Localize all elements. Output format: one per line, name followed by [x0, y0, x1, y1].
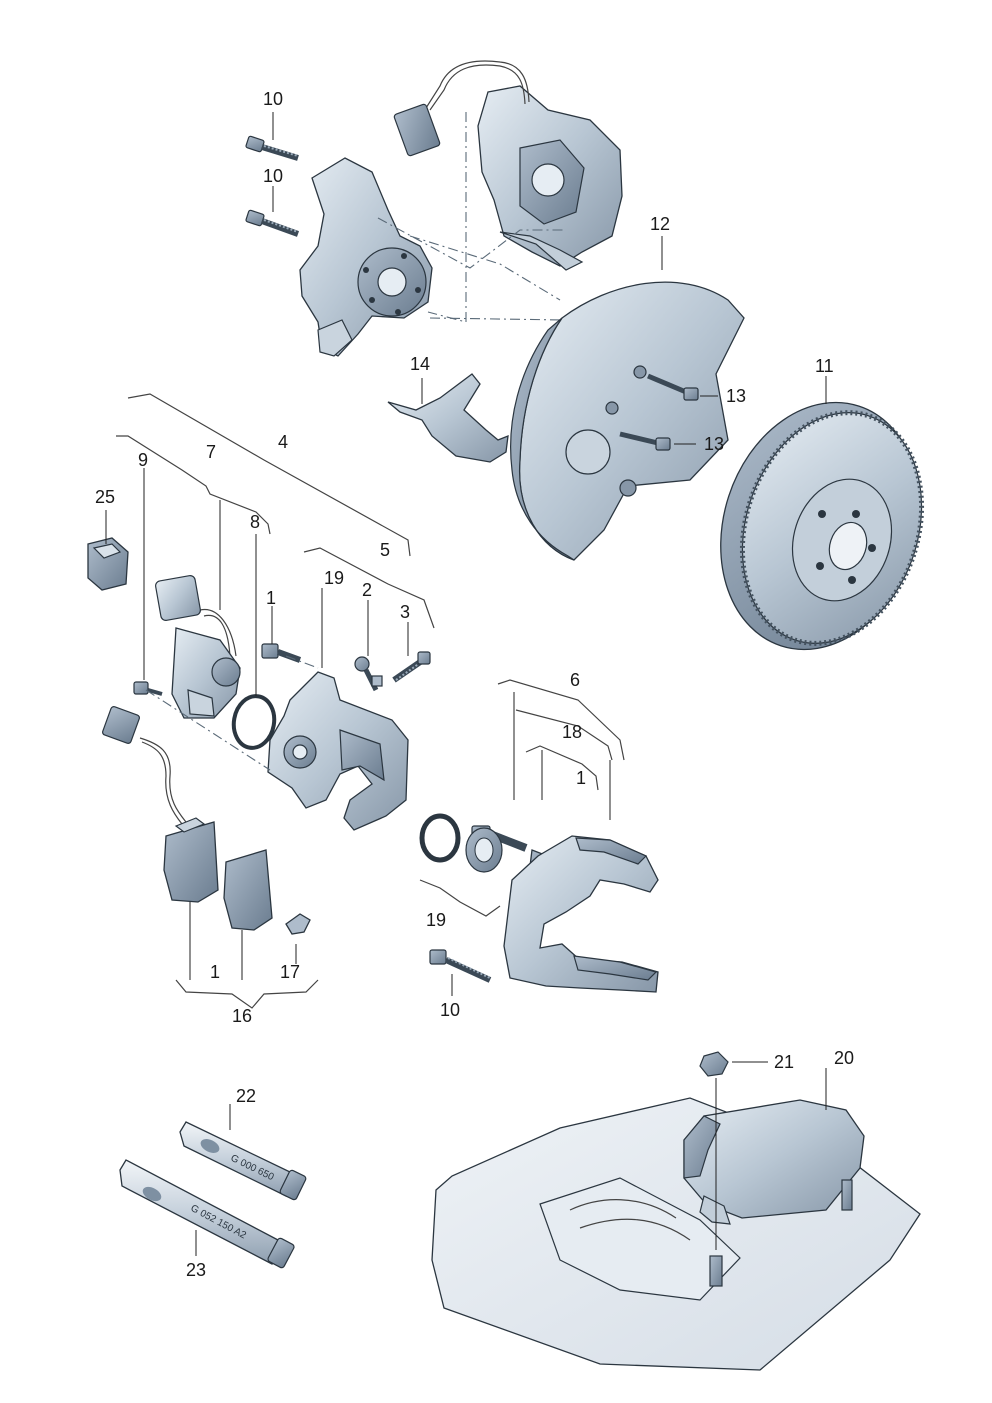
park-brake-motor	[155, 575, 241, 719]
nut-21	[699, 1051, 729, 1077]
label-8: 8	[250, 512, 260, 532]
label-13-lower: 13	[704, 434, 724, 454]
label-14: 14	[410, 354, 430, 374]
label-3: 3	[400, 602, 410, 622]
label-17: 17	[280, 962, 300, 982]
label-1-sleeve: 1	[576, 768, 586, 788]
anti-rattle-spring-17	[285, 913, 311, 935]
brake-caliper-upper	[477, 85, 623, 271]
label-19-carrier: 19	[426, 910, 446, 930]
brake-pad-outer	[163, 817, 219, 903]
group-bracket-4	[127, 393, 411, 557]
bolt-13-lower	[619, 431, 671, 451]
bolt-13-upper	[647, 373, 699, 401]
label-22: 22	[236, 1086, 256, 1106]
o-ring-8	[231, 694, 277, 750]
screw-9	[133, 681, 163, 696]
label-19-caliper: 19	[324, 568, 344, 588]
label-5: 5	[380, 540, 390, 560]
bolt-10-upper	[245, 135, 299, 161]
dust-cap	[419, 813, 503, 873]
label-1-pad: 1	[210, 962, 220, 982]
label-21: 21	[774, 1052, 794, 1072]
label-10-middle: 10	[263, 166, 283, 186]
label-1-bolt: 1	[266, 588, 276, 608]
label-23: 23	[186, 1260, 206, 1280]
label-2: 2	[362, 580, 372, 600]
wear-sensor-lower	[102, 706, 187, 825]
label-4: 4	[278, 432, 288, 452]
label-18: 18	[562, 722, 582, 742]
label-12: 12	[650, 214, 670, 234]
label-20: 20	[834, 1048, 854, 1068]
label-11: 11	[815, 356, 834, 376]
bolt-10-middle	[245, 209, 300, 237]
grease-tube-22: G 000 650	[179, 1121, 307, 1201]
stud-left	[709, 1255, 723, 1287]
wear-sensor-upper	[393, 60, 530, 157]
label-13-upper: 13	[726, 386, 746, 406]
brake-disc	[720, 401, 925, 651]
control-unit-20	[683, 1099, 865, 1225]
brake-carrier	[503, 835, 659, 993]
caliper-housing	[267, 671, 409, 831]
label-9: 9	[138, 450, 148, 470]
connector-25	[87, 537, 129, 591]
label-6: 6	[570, 670, 580, 690]
label-10-lower: 10	[440, 1000, 460, 1020]
bleed-screw-3	[392, 651, 431, 683]
bleed-valve-2	[354, 656, 383, 692]
stud-right	[841, 1179, 853, 1211]
label-16: 16	[232, 1006, 252, 1026]
label-10-top: 10	[263, 89, 283, 109]
label-25: 25	[95, 487, 115, 507]
wheel-bearing-housing	[299, 157, 433, 357]
bracket-14	[387, 373, 509, 463]
brake-shield-plate	[510, 281, 745, 561]
label-7: 7	[206, 442, 216, 462]
bolt-10-lower	[429, 949, 492, 983]
brake-pad-inner	[223, 849, 273, 931]
guide-bolt-1	[261, 643, 302, 663]
